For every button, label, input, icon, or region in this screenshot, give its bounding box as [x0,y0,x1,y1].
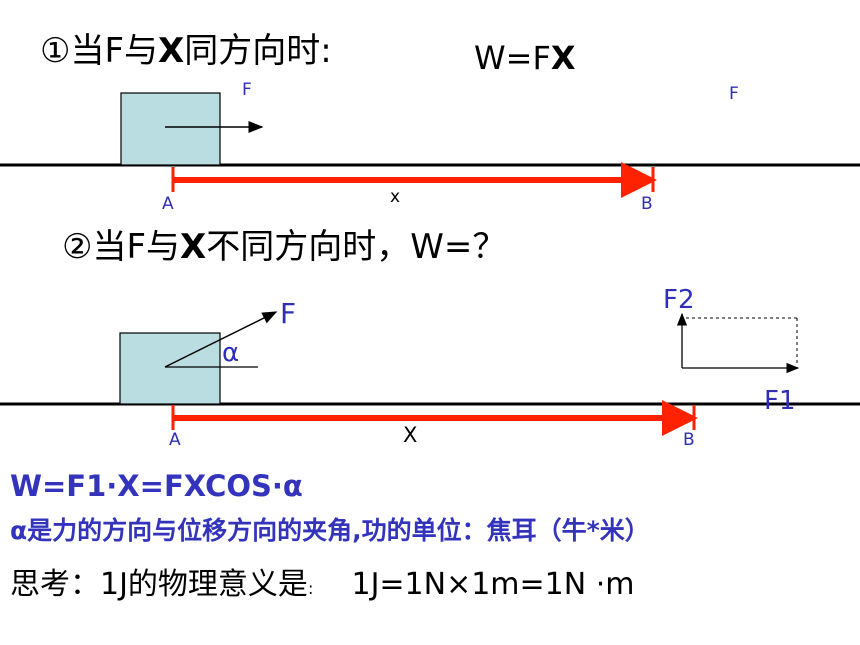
block-1 [120,92,221,166]
point-b-label-2: B [683,430,695,450]
work-equation-same-direction: W=FX [474,39,576,77]
work-formula: W=F1·X=FXCOS·α [10,469,303,503]
force-label-2: F [280,297,297,330]
angle-label: α [222,338,240,368]
joule-definition: 1J=1N×1m=1N ·m [351,567,635,602]
component-f2-label: F2 [663,285,695,315]
think-question: 思考：1J的物理意义是: 1J=1N×1m=1N ·m [10,567,635,602]
force-arrow-2 [164,311,278,368]
component-f1-label: F1 [764,386,796,416]
heading-different-direction: ②当F与X不同方向时，W=？ [62,227,507,267]
force-label-right: F [729,84,739,104]
point-b-label-1: B [641,194,653,214]
displacement-label-2: X [403,423,418,447]
point-a-label-1: A [162,194,174,214]
point-a-label-2: A [169,430,181,450]
heading-same-direction: ①当F与X同方向时: [40,31,332,71]
angle-and-unit-description: α是力的方向与位移方向的夹角,功的单位：焦耳（牛*米） [10,516,650,545]
force-label-1: F [242,80,252,100]
displacement-label-1: x [390,187,401,207]
block-2 [119,332,221,405]
